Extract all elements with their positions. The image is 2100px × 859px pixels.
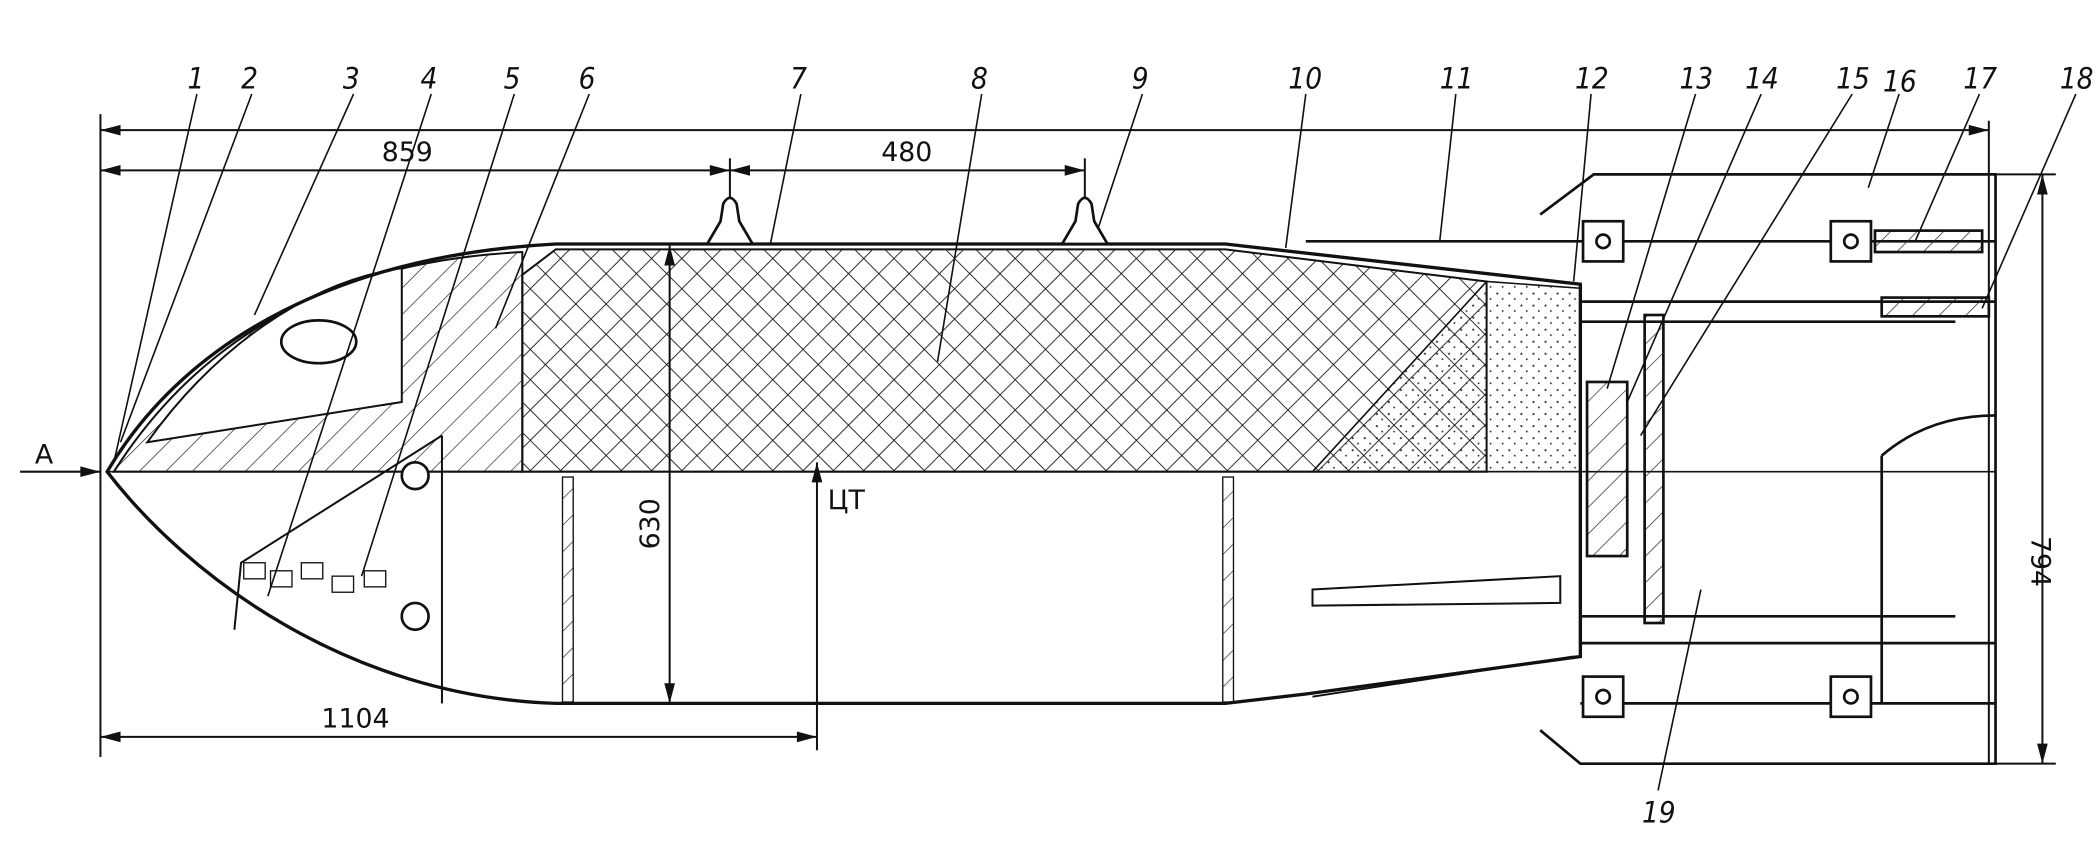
callout-19: 19: [1642, 796, 1676, 830]
callout-6: 6: [579, 62, 596, 96]
bomb-body: [105, 242, 1996, 706]
callout-2: 2: [241, 62, 258, 96]
callout-11: 11: [1440, 62, 1474, 96]
dimension-794: 794: [2025, 536, 2056, 587]
callout-17: 17: [1963, 62, 1997, 96]
callout-numbers: 1 2 3 4 5 6 7 8 9 10 11 12 13 14 15 16 1…: [188, 62, 2094, 830]
callout-13: 13: [1679, 62, 1713, 96]
center-of-gravity-label: ЦТ: [828, 485, 866, 516]
dimension-630: 630: [635, 498, 666, 549]
body-outline: [105, 242, 1583, 706]
callout-12: 12: [1575, 62, 1609, 96]
callout-10: 10: [1288, 62, 1322, 96]
callout-15: 15: [1836, 62, 1870, 96]
nose-port: [279, 319, 358, 365]
dimension-859: 859: [382, 137, 433, 168]
callout-9: 9: [1132, 62, 1149, 96]
dimension-480: 480: [881, 137, 932, 168]
callout-1: 1: [188, 62, 205, 96]
view-a-label: A: [35, 440, 54, 471]
callout-8: 8: [971, 62, 988, 96]
callout-14: 14: [1745, 62, 1779, 96]
callout-7: 7: [790, 62, 807, 96]
callout-3: 3: [343, 62, 360, 96]
callout-5: 5: [504, 62, 521, 96]
dimension-1104: 1104: [321, 703, 389, 734]
callout-16: 16: [1883, 64, 1917, 98]
callout-4: 4: [421, 62, 438, 96]
leader-lines: [113, 93, 2077, 791]
suspension-lugs: [704, 196, 1110, 246]
callout-18: 18: [2060, 62, 2094, 96]
tail-unit: [1305, 173, 1997, 765]
